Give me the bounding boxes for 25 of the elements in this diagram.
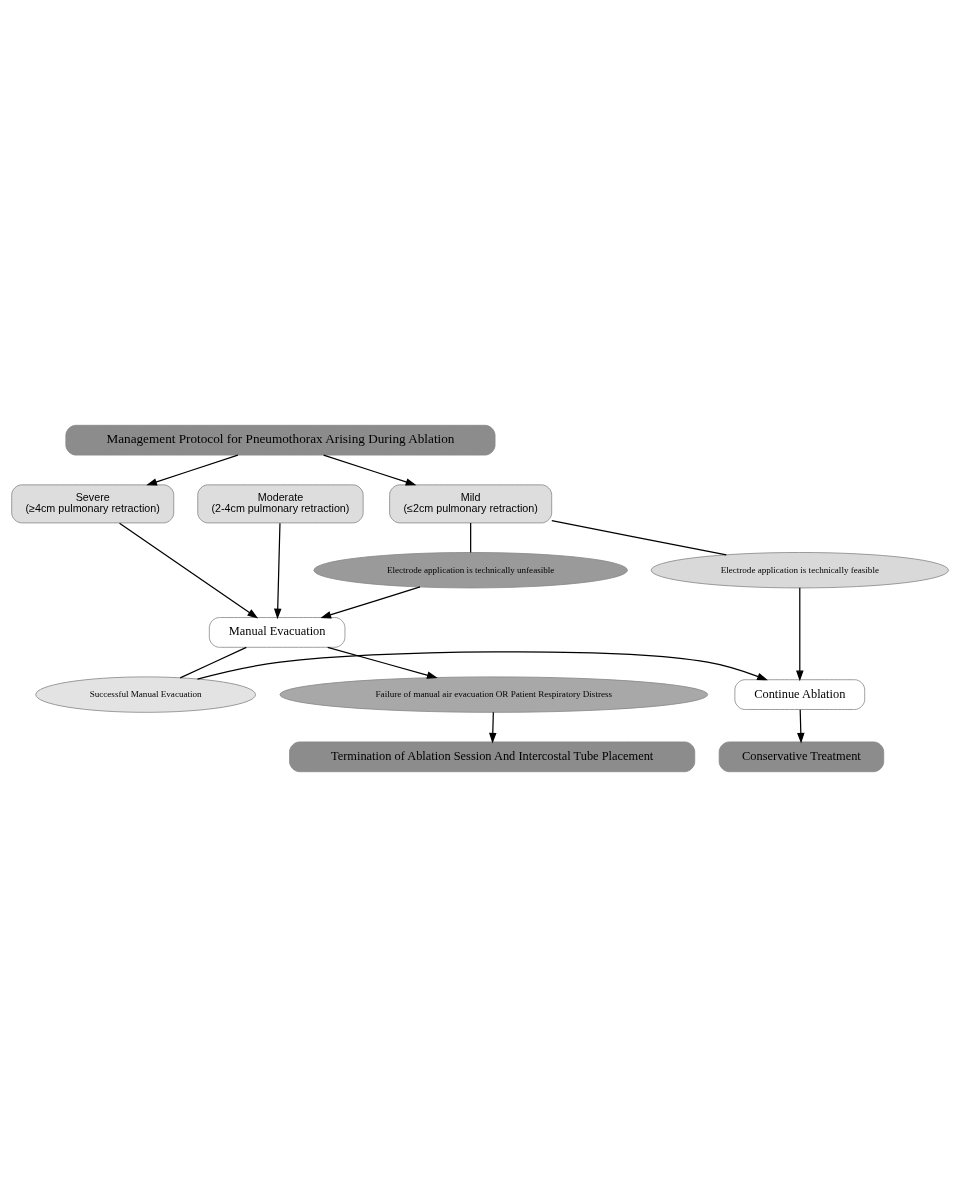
arrow [196,651,768,681]
arrow [796,587,804,682]
arrow [489,711,497,744]
node-ellipse: Electrode application is technically unfeasible [313,552,628,589]
arrow [327,646,438,679]
arrow [323,454,417,486]
arrow [320,586,421,619]
connector [470,522,472,554]
arrow [797,709,805,744]
arrow [146,454,239,486]
node-box: Continue Ablation [734,679,866,710]
node-box: Conservative Treatment [718,741,885,773]
node-ellipse: Electrode application is technically feasible [650,552,949,589]
arrow [273,522,282,620]
node-box: Management Protocol for Pneumothorax Arising During Ablation [65,424,496,456]
arrow [118,522,259,619]
node-box: Moderate (2-4cm pulmonary retraction) [197,484,364,524]
node-box: Termination of Ablation Session And Intercostal Tube Placement [289,741,696,773]
node-box: Mild (≤2cm pulmonary retraction) [389,484,553,524]
connector [179,646,247,679]
node-box: Manual Evacuation [208,617,346,648]
connector [551,520,727,556]
node-ellipse: Failure of manual air evacuation OR Patient Respiratory Distress [279,676,709,713]
node-box: Severe (≥4cm pulmonary retraction) [11,484,175,524]
node-ellipse: Successful Manual Evacuation [35,676,256,713]
